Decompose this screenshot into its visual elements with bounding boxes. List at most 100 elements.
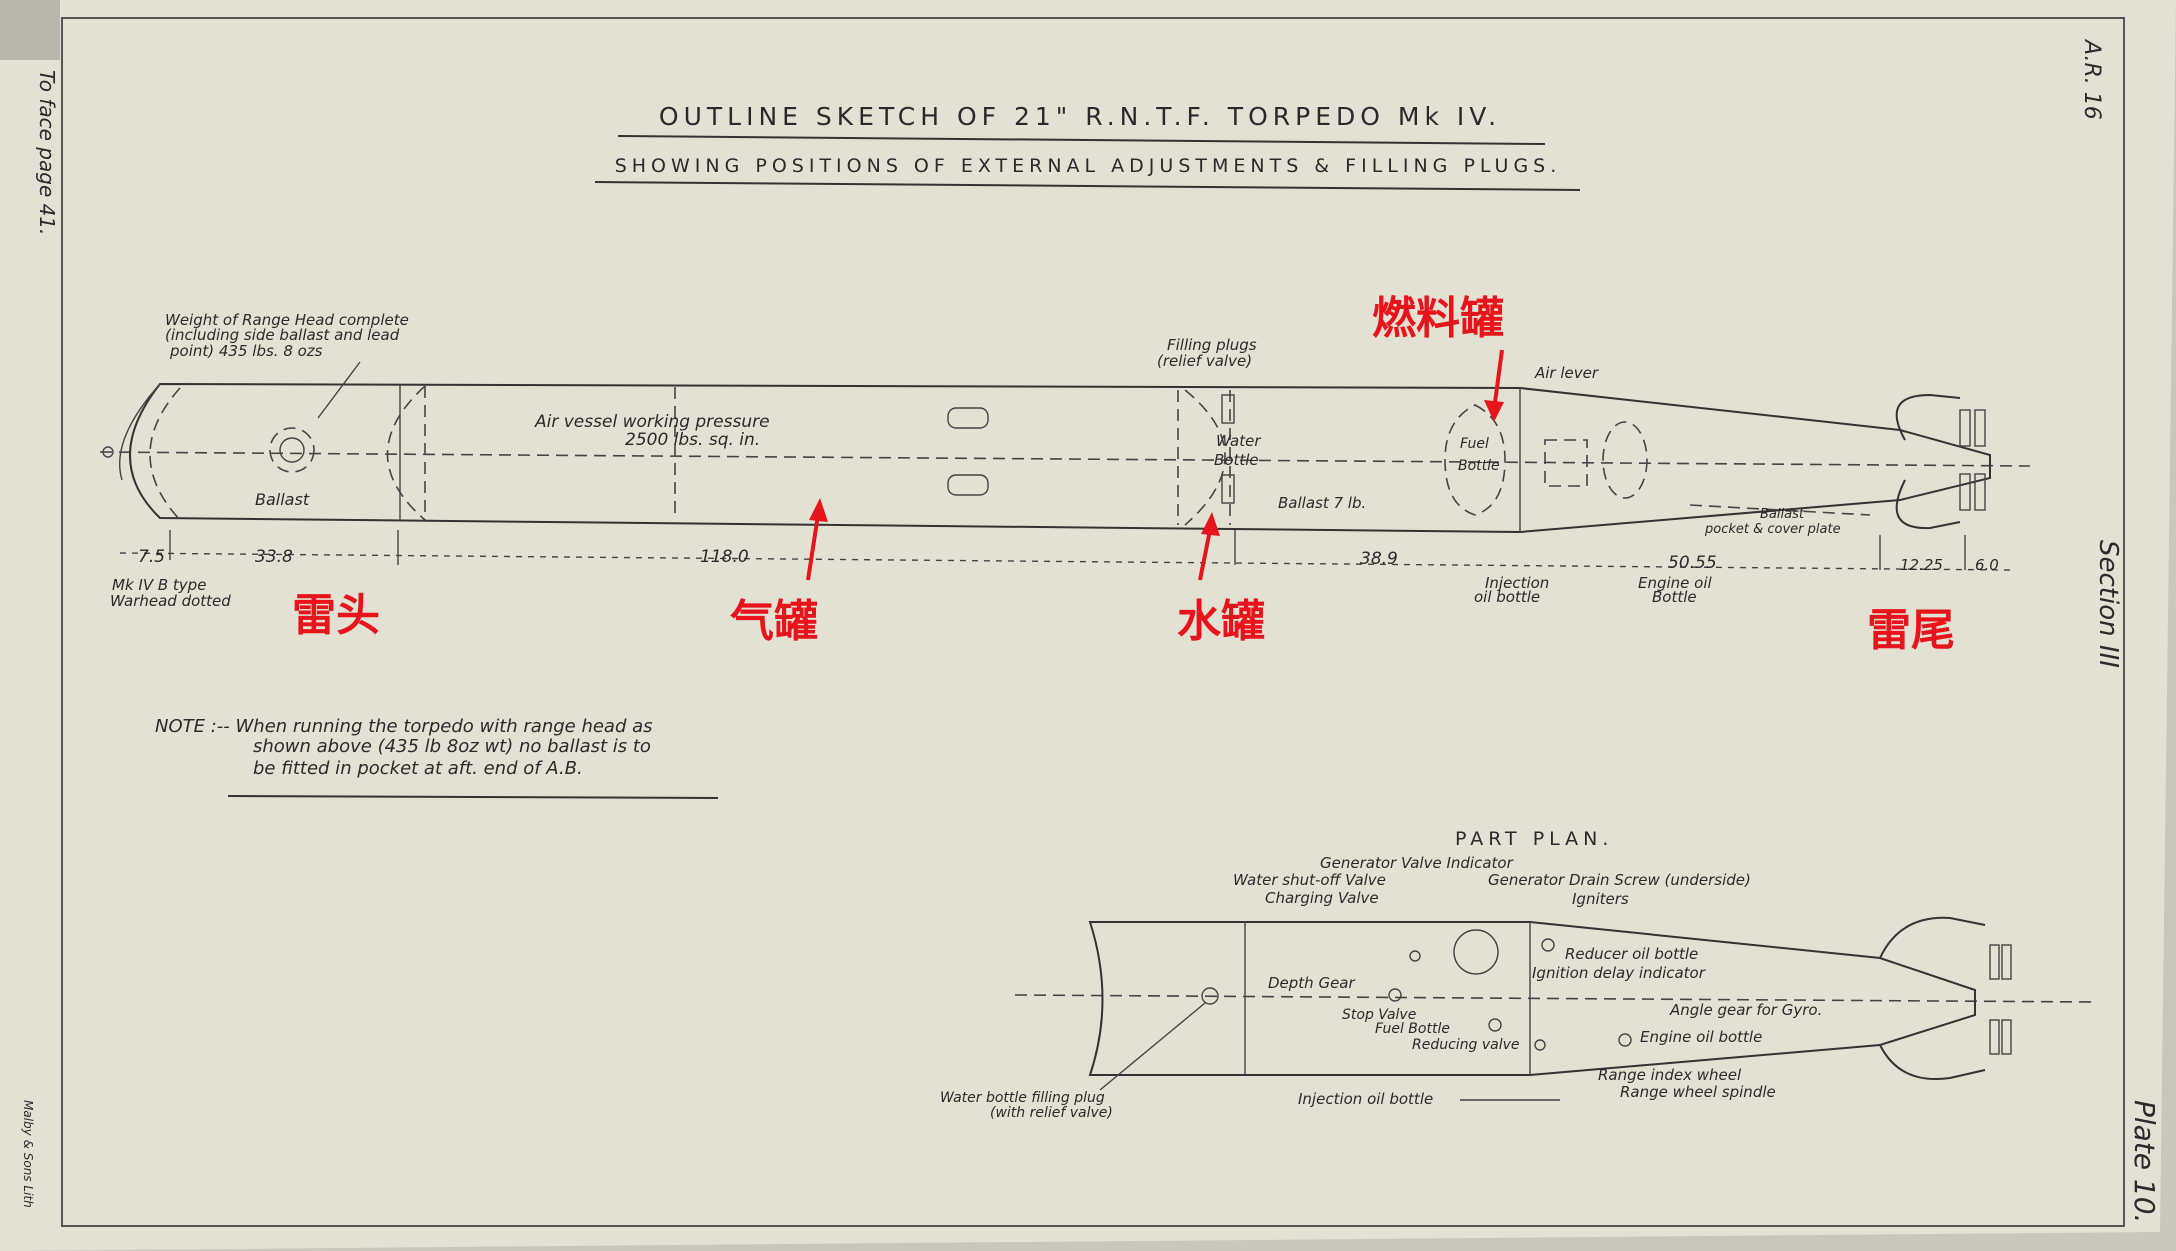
label-ignition-delay: Ignition delay indicator <box>1532 964 1706 982</box>
tail-fin-top <box>1895 393 1961 441</box>
dim-33-8: 33.8 <box>255 547 293 567</box>
title-underline <box>617 135 1546 145</box>
label-water-fill-2: (with relief valve) <box>990 1105 1113 1121</box>
part-plan-fin-bottom <box>1879 1044 1986 1080</box>
label-reducer-oil: Reducer oil bottle <box>1565 945 1698 963</box>
range-head-circle <box>269 427 315 473</box>
label-range-head-1: Weight of Range Head complete <box>165 311 409 329</box>
label-engine-oil-plan: Engine oil bottle <box>1640 1028 1762 1046</box>
label-ballast-7lb: Ballast 7 lb. <box>1278 494 1366 512</box>
dim-118-0: 118.0 <box>700 547 749 567</box>
note-line-2: shown above (435 lb 8oz wt) no ballast i… <box>253 736 651 757</box>
hand-hole-bottom <box>947 474 989 496</box>
label-range-wheel-spindle: Range wheel spindle <box>1620 1083 1776 1101</box>
annotation-fuel-tank: 燃料罐 <box>1372 293 1504 344</box>
part-plan-title: PART PLAN. <box>1455 828 1613 850</box>
annotation-water-tank: 水罐 <box>1177 596 1265 647</box>
label-reducing-valve: Reducing valve <box>1412 1037 1520 1053</box>
part-plan-fin-top <box>1879 916 1986 959</box>
label-range-head-2: (including side ballast and lead <box>165 326 400 344</box>
label-warhead-2: Warhead dotted <box>110 592 231 610</box>
margin-note-top-right: A.R. 16 <box>2079 38 2104 120</box>
label-water-shutoff: Water shut-off Valve <box>1233 871 1386 889</box>
propeller-blade <box>1974 473 1986 511</box>
margin-note-section: Section III <box>2093 540 2123 668</box>
margin-note-plate: Plate 10. <box>2128 1100 2161 1223</box>
dim-12-25: 12.25 <box>1900 556 1943 574</box>
label-engine-oil-1: Engine oil <box>1638 574 1713 592</box>
plate-subtitle: SHOWING POSITIONS OF EXTERNAL ADJUSTMENT… <box>615 155 1562 177</box>
label-air-lever: Air lever <box>1534 364 1599 382</box>
arrow-water-tank <box>1198 529 1212 581</box>
margin-note-printer: Malby & Sons Lith <box>21 1100 35 1208</box>
label-depth-gear: Depth Gear <box>1268 974 1356 992</box>
dim-7-5: 7.5 <box>138 547 165 567</box>
label-ballast-pocket-1: Ballast <box>1760 507 1805 522</box>
arrow-head <box>1484 400 1504 422</box>
plate-border <box>61 17 2125 1227</box>
label-stop-valve: Stop Valve <box>1342 1007 1416 1023</box>
dimension-line <box>119 552 2011 571</box>
propeller-blade <box>1959 409 1971 447</box>
note-line-3: be fitted in pocket at aft. end of A.B. <box>253 758 583 779</box>
part-plan-centre-line <box>1014 994 2096 1003</box>
injection-oil-bottle-outline <box>1544 439 1588 487</box>
fuel-bottle-outline <box>1444 404 1506 516</box>
engine-oil-bottle-outline <box>1602 421 1648 499</box>
dim-6-0: 6.0 <box>1975 556 1999 574</box>
label-charging-valve: Charging Valve <box>1265 889 1379 907</box>
label-injection-2: oil bottle <box>1474 588 1540 606</box>
label-fuel-bottle-1: Fuel <box>1460 436 1489 452</box>
annotation-warhead: 雷头 <box>292 590 380 641</box>
label-water-fill-1: Water bottle filling plug <box>940 1090 1105 1106</box>
torpedo-hull <box>129 382 1991 534</box>
label-filling-plugs-1: Filling plugs <box>1167 336 1257 354</box>
margin-note-top-left: To face page 41. <box>35 70 59 235</box>
dim-50-55: 50.55 <box>1668 553 1717 573</box>
label-ballast: Ballast <box>255 490 310 509</box>
air-vessel-rear-dome <box>1184 389 1226 526</box>
label-fuel-bottle-2: Bottle <box>1458 458 1500 474</box>
label-air-vessel-2: 2500 lbs. sq. in. <box>625 430 760 450</box>
label-filling-plugs-2: (relief valve) <box>1157 352 1252 370</box>
subtitle-underline <box>594 181 1581 191</box>
part-plan-propeller <box>1989 944 2000 980</box>
part-plan-propeller <box>2001 1019 2012 1055</box>
torpedo-outline <box>99 382 2031 534</box>
annotation-air-tank: 气罐 <box>730 596 818 647</box>
label-injection-1: Injection <box>1485 574 1549 592</box>
label-angle-gear: Angle gear for Gyro. <box>1669 1001 1822 1019</box>
arrow-fuel-tank <box>1492 349 1504 411</box>
part-plan: PART PLAN. Generator Valve Indicator Wat… <box>940 828 2096 1121</box>
tail-fin-bottom <box>1895 479 1961 530</box>
part-plan-propeller <box>2001 944 2012 980</box>
label-fuel-bottle-plan: Fuel Bottle <box>1375 1021 1450 1037</box>
arrow-air-tank <box>806 514 820 581</box>
plate-title: OUTLINE SKETCH OF 21" R.N.T.F. TORPEDO M… <box>659 102 1501 131</box>
label-water-bottle-2: Bottle <box>1214 451 1259 469</box>
label-range-index-wheel: Range index wheel <box>1598 1066 1742 1084</box>
part-plan-propeller <box>1989 1019 2000 1055</box>
label-igniters: Igniters <box>1572 890 1629 908</box>
label-warhead-1: Mk IV B type <box>112 576 206 594</box>
warhead-dotted <box>149 387 181 521</box>
label-range-head-3: point) 435 lbs. 8 ozs <box>169 342 323 360</box>
arrow-head <box>1201 512 1220 536</box>
annotation-tail: 雷尾 <box>1867 605 1955 656</box>
label-injection-oil-plan: Injection oil bottle <box>1298 1090 1433 1108</box>
label-ballast-pocket-2: pocket & cover plate <box>1704 522 1841 537</box>
note-block: NOTE :-- When running the torpedo with r… <box>155 716 719 799</box>
label-gen-drain-screw: Generator Drain Screw (underside) <box>1488 871 1751 889</box>
label-water-bottle-1: Water <box>1216 432 1261 450</box>
dimension-lines: 7.5 33.8 118.0 38.9 50.55 12.25 6.0 <box>119 530 2011 574</box>
label-air-vessel-1: Air vessel working pressure <box>534 412 770 432</box>
arrow-head <box>809 498 828 522</box>
propeller-blade <box>1974 409 1986 447</box>
air-vessel-front-dome <box>386 385 426 521</box>
ballast-pocket-line <box>1689 504 1871 516</box>
label-engine-oil-2: Bottle <box>1652 588 1697 606</box>
part-plan-hull <box>1088 921 1976 1076</box>
note-line-1: NOTE :-- When running the torpedo with r… <box>155 716 653 737</box>
